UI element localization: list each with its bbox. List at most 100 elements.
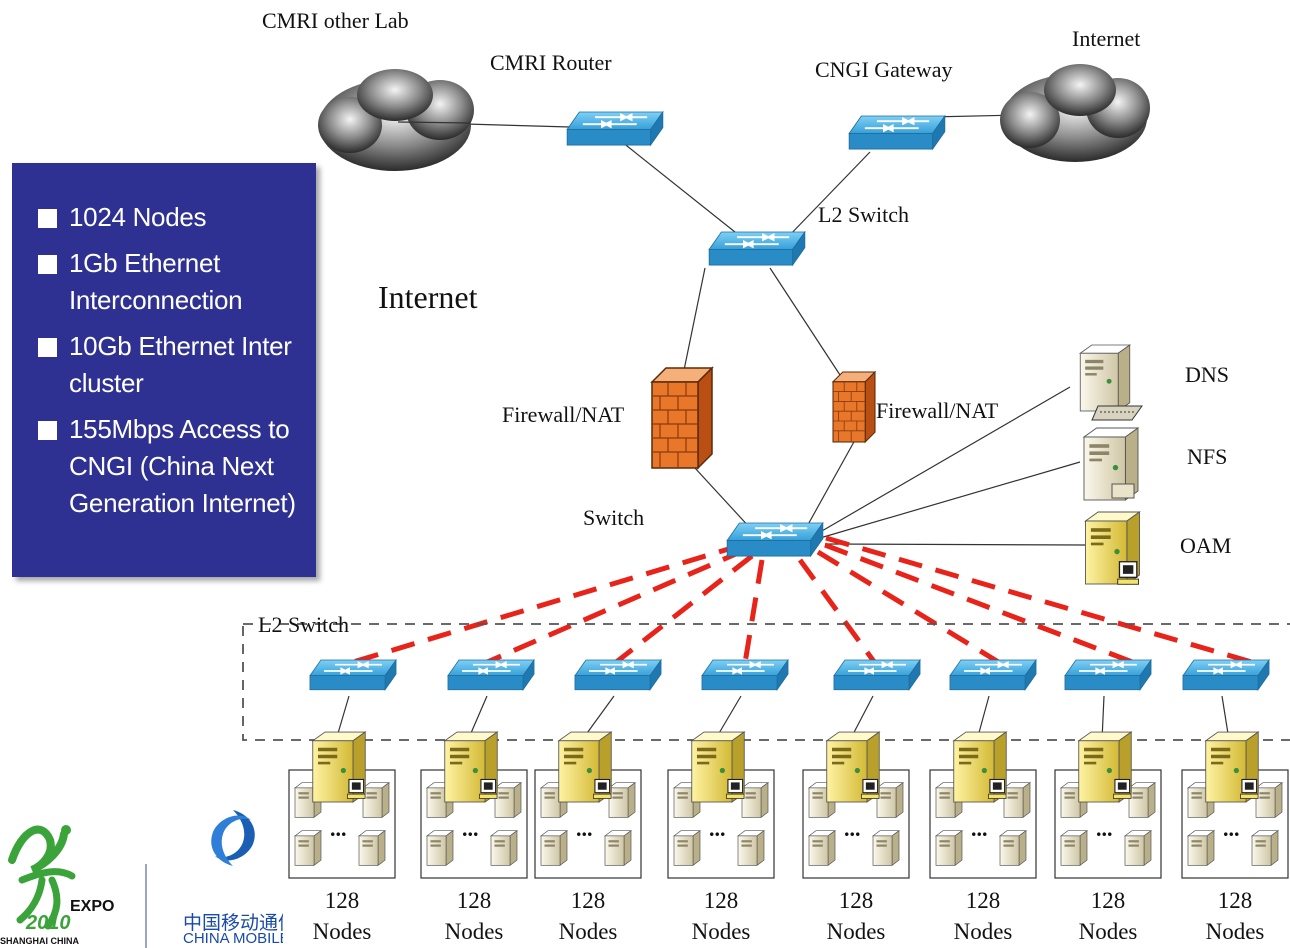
cluster-unit-label: Nodes: [313, 919, 372, 944]
china-mobile-logo-icon: [211, 810, 255, 866]
node-server-icon: [872, 830, 900, 866]
ellipsis-dots: ...: [576, 816, 593, 841]
node-server-icon: [294, 830, 322, 866]
cluster-l2-switch-icon: [948, 659, 1038, 691]
logo-divider: [145, 864, 147, 948]
node-server-icon: [673, 830, 701, 866]
cluster-unit-label: Nodes: [954, 919, 1013, 944]
ellipsis-dots: ...: [1096, 816, 1113, 841]
node-server-icon: [1003, 782, 1031, 818]
monitor-icon: [725, 778, 745, 800]
uplink-1: [349, 542, 743, 666]
dns-server-icon: [1079, 344, 1143, 421]
uplink-7: [824, 542, 1136, 666]
uplink-2: [484, 547, 746, 666]
cluster-count-label: 128: [839, 888, 874, 913]
node-server-icon: [358, 830, 386, 866]
info-item: 155Mbps Access to CNGI (China Next Gener…: [38, 411, 302, 522]
cloud-icon: [318, 69, 474, 171]
nfs-server-icon: [1083, 427, 1139, 501]
cluster-l2-switch-icon: [1181, 659, 1271, 691]
info-item: 10Gb Ethernet Inter cluster: [38, 328, 302, 402]
node-server-icon: [876, 782, 904, 818]
expo-logo-text: EXPO: [70, 898, 115, 915]
info-item-text: 10Gb Ethernet Inter cluster: [69, 331, 292, 398]
cluster-l2-switch-icon: [308, 659, 398, 691]
cluster-count-label: 128: [1218, 888, 1253, 913]
uplink-dashed-links: [349, 535, 1256, 666]
link-router-l2: [621, 141, 746, 241]
info-box: 1024 Nodes 1Gb Ethernet Interconnection …: [12, 163, 316, 577]
cluster-l2-switch-icon: [700, 659, 790, 691]
ellipsis-dots: ...: [1223, 816, 1240, 841]
link-l2-firewall-right: [769, 267, 841, 376]
monitor-icon: [860, 778, 880, 800]
node-server-icon: [1124, 830, 1152, 866]
cluster-unit-label: Nodes: [827, 919, 886, 944]
info-item-text: 1Gb Ethernet Interconnection: [69, 248, 243, 315]
link-switch-oam: [824, 543, 1086, 546]
label-oam: OAM: [1180, 533, 1231, 558]
cluster-l2-switch-icon: [573, 659, 663, 691]
monitor-icon: [1112, 778, 1132, 800]
link-switch-dns: [814, 386, 1071, 536]
label-switch: Switch: [583, 505, 644, 530]
link-firewall-right-switch: [804, 439, 856, 531]
china-mobile-english-text: CHINA MOBILE: [183, 930, 283, 947]
cluster-count-label: 128: [966, 888, 1001, 913]
label-cmri-router: CMRI Router: [490, 50, 612, 75]
cngi-gateway-switch-icon: [848, 114, 946, 151]
l2-switch-top-icon: [708, 230, 806, 267]
node-server-icon: [362, 782, 390, 818]
cluster-count-label: 128: [325, 888, 360, 913]
cluster-unit-label: Nodes: [692, 919, 751, 944]
expo-logo-year: 2010: [26, 912, 71, 934]
oam-server-icon: [1085, 511, 1140, 585]
label-firewall-right: Firewall/NAT: [876, 398, 999, 423]
label-cngi-gateway: CNGI Gateway: [815, 57, 952, 82]
expo-2010-logo-icon: [8, 825, 76, 930]
uplink-3: [613, 554, 754, 665]
ellipsis-dots: ...: [844, 816, 861, 841]
cluster-l2-switch-icon: [832, 659, 922, 691]
link-l2-firewall-left: [682, 267, 706, 376]
node-server-icon: [540, 830, 568, 866]
monitor-icon: [478, 778, 498, 800]
node-server-icon: [1187, 830, 1215, 866]
label-cmri-other-lab: CMRI other Lab: [262, 8, 409, 33]
node-server-icon: [808, 830, 836, 866]
monitor-icon: [987, 778, 1007, 800]
label-internet-top: Internet: [1072, 26, 1140, 51]
expo-logo-subtext: SHANGHAI CHINA: [0, 936, 80, 946]
monitor-icon: [346, 778, 366, 800]
cluster-unit-label: Nodes: [559, 919, 618, 944]
uplink-5: [797, 558, 878, 665]
node-server-icon: [935, 830, 963, 866]
ellipsis-dots: ...: [971, 816, 988, 841]
label-dns: DNS: [1185, 362, 1229, 387]
network-links: [394, 114, 1086, 546]
label-nfs: NFS: [1187, 444, 1227, 469]
uplink-4: [742, 559, 765, 664]
cmri-router-switch-icon: [566, 110, 664, 147]
node-server-icon: [490, 830, 518, 866]
label-l2-switch-top: L2 Switch: [818, 202, 909, 227]
ellipsis-dots: ...: [330, 816, 347, 841]
info-item-text: 1024 Nodes: [69, 202, 207, 232]
info-item: 1Gb Ethernet Interconnection: [38, 245, 302, 319]
cloud-icon: [1000, 64, 1150, 162]
node-server-icon: [604, 830, 632, 866]
cluster-l2-switch-icon: [446, 659, 536, 691]
node-server-icon: [426, 830, 454, 866]
logo-area: EXPO 2010 SHANGHAI CHINA 中国移动通信 CHINA MO…: [0, 800, 290, 948]
monitor-icon: [1239, 778, 1259, 800]
main-switch-icon: [726, 521, 824, 558]
